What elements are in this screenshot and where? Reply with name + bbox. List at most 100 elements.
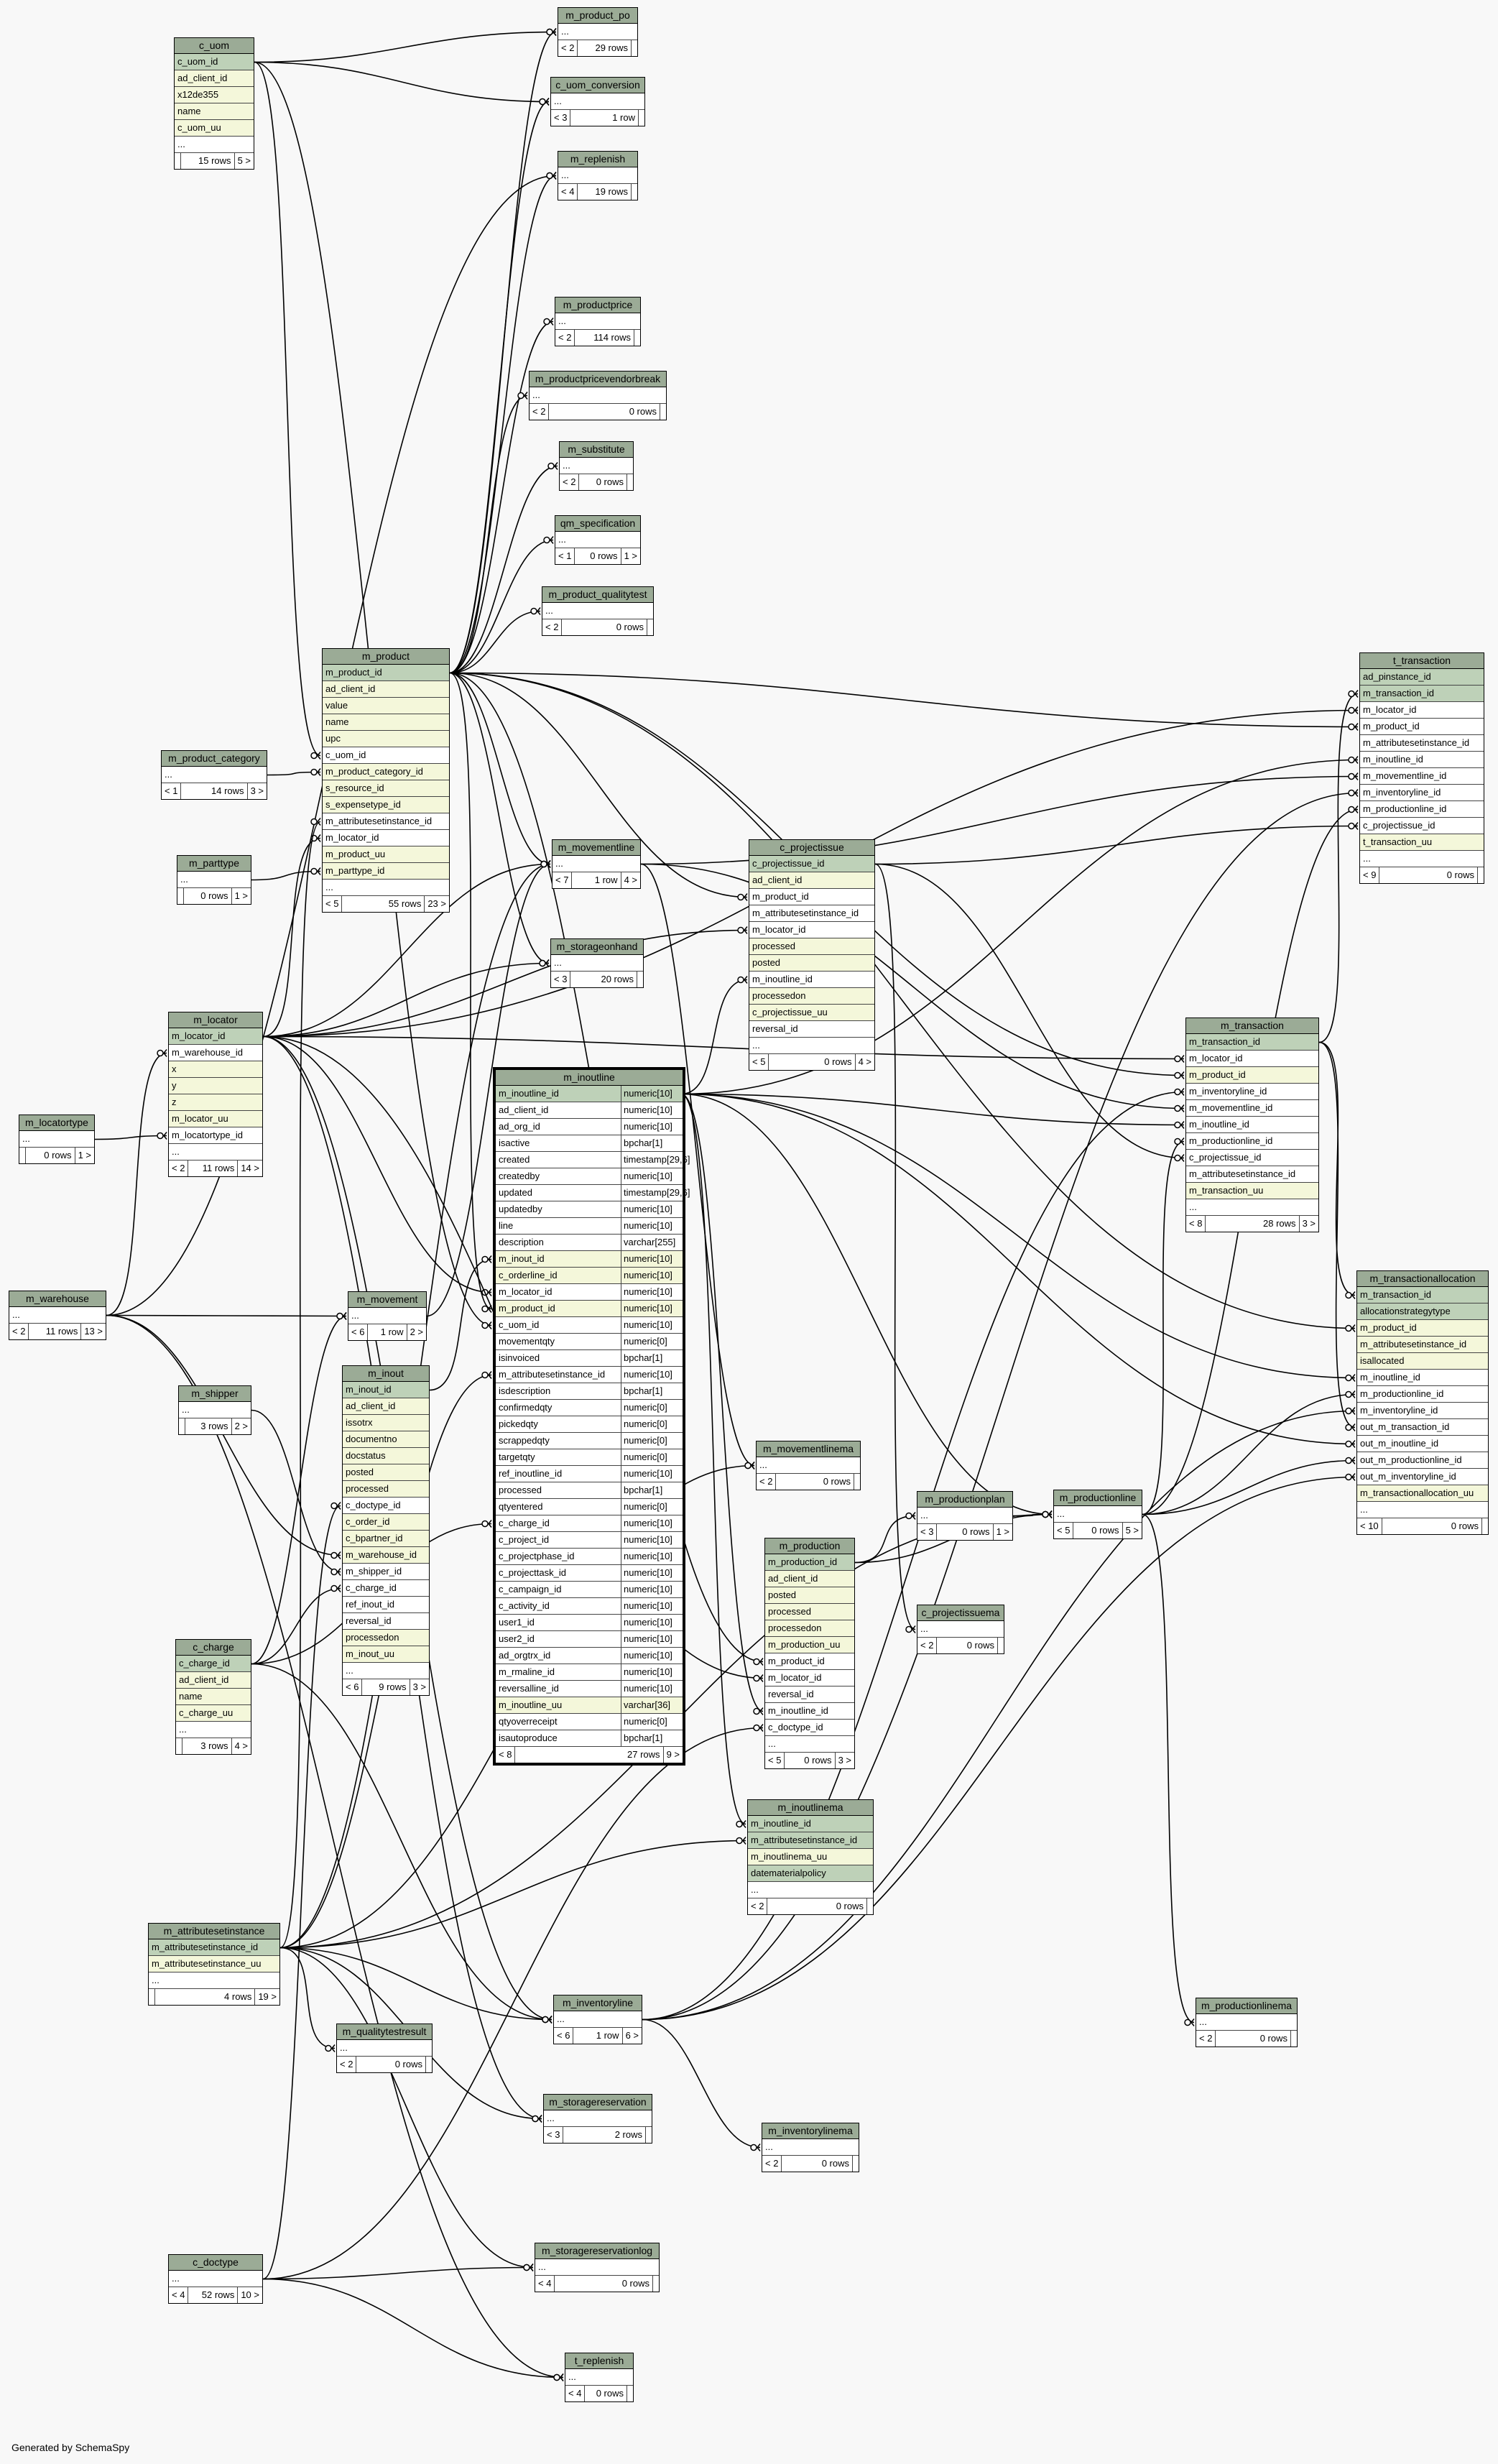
row-count[interactable]: 11 rows [188, 1161, 239, 1176]
children-count[interactable]: 1 > [78, 1150, 91, 1161]
children-count[interactable] [853, 2156, 859, 2172]
children-count[interactable] [632, 184, 637, 200]
children-count[interactable] [1482, 1518, 1488, 1534]
parents-count[interactable]: < 8 [1186, 1216, 1206, 1232]
row-count[interactable]: 20 rows [570, 972, 637, 987]
children-count[interactable]: 4 > [858, 1056, 871, 1067]
parents-count[interactable]: < 5 [749, 1054, 769, 1070]
children-count[interactable]: 5 > [1125, 1525, 1139, 1536]
parents-count[interactable] [19, 1148, 26, 1163]
row-count[interactable]: 15 rows [181, 153, 235, 169]
parents-count[interactable]: < 4 [169, 2287, 189, 2303]
parents-count[interactable]: < 2 [757, 1474, 777, 1490]
parents-count[interactable]: < 5 [765, 1753, 785, 1768]
parents-count[interactable]: < 2 [542, 619, 563, 635]
children-count[interactable]: 2 > [234, 1421, 248, 1431]
children-count[interactable] [854, 1474, 860, 1490]
parents-count[interactable]: < 2 [9, 1324, 29, 1339]
parents-count[interactable]: < 4 [558, 184, 578, 200]
children-count[interactable] [634, 330, 640, 346]
parents-count[interactable]: < 5 [1054, 1523, 1074, 1538]
children-count[interactable]: 14 > [241, 1163, 259, 1173]
row-count[interactable]: 0 rows [1379, 867, 1478, 883]
row-count[interactable]: 28 rows [1206, 1216, 1300, 1232]
children-count[interactable]: 13 > [84, 1326, 103, 1337]
row-count[interactable]: 1 row [573, 2028, 623, 2044]
row-count[interactable]: 3 rows [182, 1738, 232, 1754]
row-count[interactable]: 0 rows [1073, 1523, 1123, 1538]
parents-count[interactable]: < 2 [558, 40, 578, 56]
parents-count[interactable]: < 5 [323, 896, 343, 912]
row-count[interactable]: 0 rows [26, 1148, 75, 1163]
row-count[interactable]: 27 rows [515, 1747, 664, 1763]
row-count[interactable]: 19 rows [578, 184, 632, 200]
parents-count[interactable]: < 6 [343, 1679, 363, 1695]
parents-count[interactable] [175, 153, 181, 169]
parents-count[interactable]: < 3 [551, 110, 571, 126]
row-count[interactable]: 0 rows [1216, 2031, 1291, 2047]
row-count[interactable]: 0 rows [585, 2386, 627, 2401]
parents-count[interactable]: < 10 [1357, 1518, 1382, 1534]
parents-count[interactable] [176, 1738, 182, 1754]
parents-count[interactable]: < 6 [554, 2028, 574, 2044]
row-count[interactable]: 0 rows [575, 548, 621, 564]
row-count[interactable]: 0 rows [785, 1753, 836, 1768]
children-count[interactable] [653, 2276, 659, 2292]
parents-count[interactable]: < 2 [555, 330, 575, 346]
parents-count[interactable]: < 9 [1360, 867, 1380, 883]
row-count[interactable]: 0 rows [184, 888, 232, 904]
children-count[interactable] [660, 404, 666, 420]
parents-count[interactable] [177, 888, 184, 904]
parents-count[interactable] [149, 1989, 155, 2005]
row-count[interactable]: 0 rows [562, 619, 647, 635]
row-count[interactable]: 0 rows [579, 474, 627, 490]
children-count[interactable]: 2 > [410, 1326, 423, 1337]
children-count[interactable] [867, 1898, 873, 1914]
row-count[interactable]: 55 rows [342, 896, 425, 912]
children-count[interactable] [637, 972, 643, 987]
children-count[interactable] [1291, 2031, 1297, 2047]
parents-count[interactable]: < 2 [1196, 2031, 1216, 2047]
children-count[interactable]: 6 > [625, 2030, 639, 2041]
row-count[interactable]: 0 rows [356, 2057, 426, 2072]
row-count[interactable]: 11 rows [29, 1324, 82, 1339]
children-count[interactable] [632, 40, 637, 56]
row-count[interactable]: 2 rows [563, 2127, 646, 2143]
children-count[interactable] [627, 474, 633, 490]
children-count[interactable] [1478, 867, 1484, 883]
children-count[interactable]: 3 > [838, 1755, 851, 1766]
row-count[interactable]: 0 rows [776, 1474, 854, 1490]
row-count[interactable]: 0 rows [937, 1524, 994, 1540]
parents-count[interactable]: < 2 [917, 1638, 938, 1653]
row-count[interactable]: 9 rows [362, 1679, 410, 1695]
row-count[interactable]: 0 rows [1382, 1518, 1482, 1534]
children-count[interactable] [647, 619, 653, 635]
parents-count[interactable]: < 2 [762, 2156, 782, 2172]
parents-count[interactable]: < 3 [544, 2127, 564, 2143]
row-count[interactable]: 0 rows [769, 1054, 856, 1070]
parents-count[interactable]: < 4 [565, 2386, 586, 2401]
